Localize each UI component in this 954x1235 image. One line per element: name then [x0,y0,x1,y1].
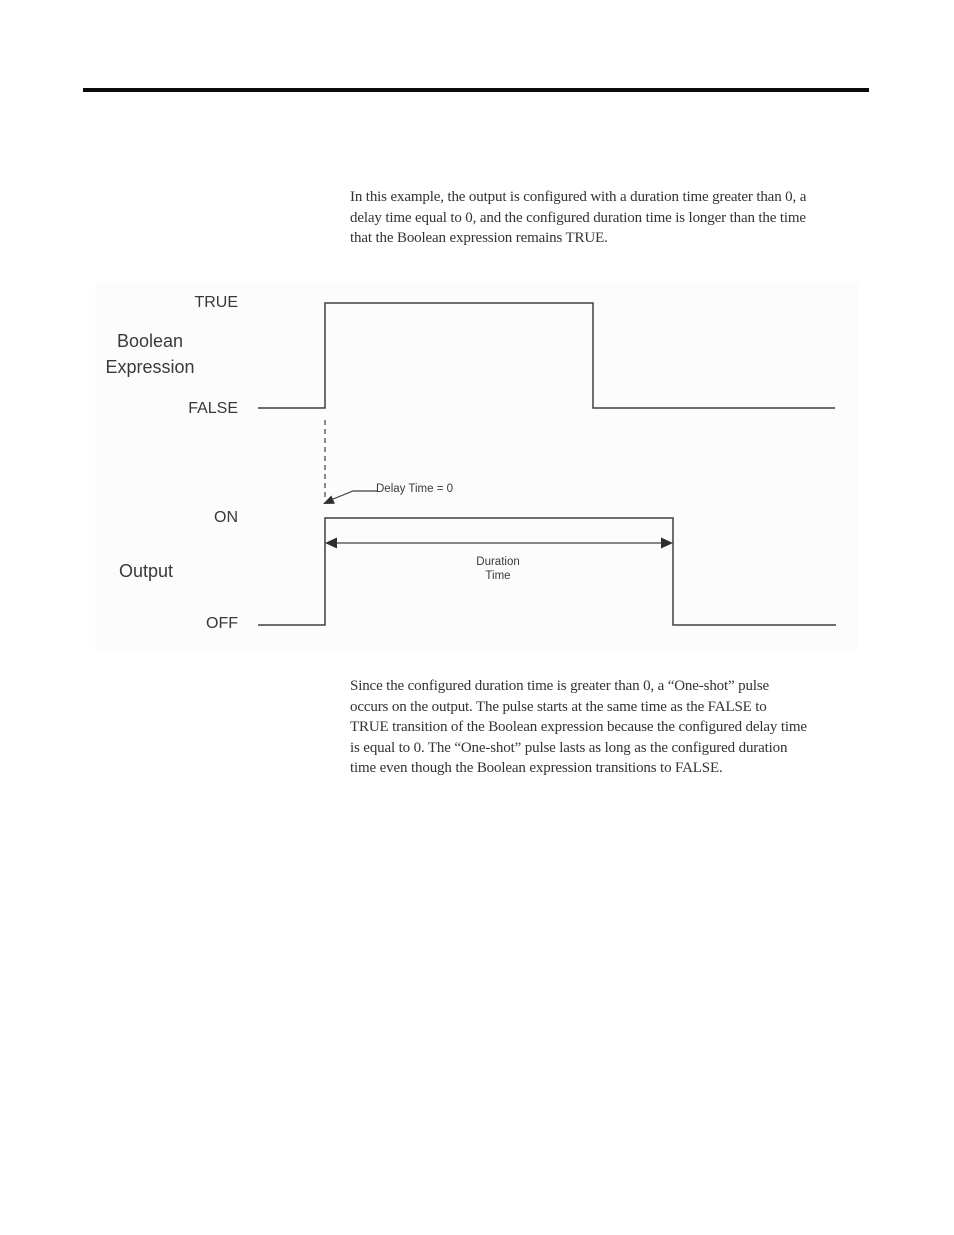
boolean-high-label: TRUE [194,294,238,311]
intro-paragraph: In this example, the output is configure… [350,187,886,249]
intro-line-3: that the Boolean expression remains TRUE… [350,230,608,246]
waveform-canvas [258,302,836,626]
timing-diagram-figure: TRUE Boolean Expression FALSE ON Output … [95,282,858,650]
delay-leader-line [331,490,378,501]
body-paragraph: Since the configured duration time is gr… [350,676,886,779]
output-waveform [258,517,836,626]
delay-arrowhead-icon [323,495,335,504]
duration-annotation-line-1: Duration [476,556,520,568]
output-high-label: ON [214,509,238,526]
output-signal-name: Output [119,561,174,581]
body-line-5: time even though the Boolean expression … [350,760,723,776]
body-line-4: is equal to 0. The “One-shot” pulse last… [350,739,788,756]
header-rule [83,88,869,92]
duration-arrowhead-right-icon [661,537,673,549]
boolean-low-label: FALSE [188,400,238,417]
duration-arrowhead-left-icon [325,537,337,549]
intro-line-2: delay time equal to 0, and the configure… [350,209,806,226]
duration-annotation-line-2: Time [485,570,511,582]
boolean-signal-name-line-1: Boolean [116,331,184,351]
body-line-1: Since the configured duration time is gr… [350,678,770,694]
boolean-expression-waveform [258,302,835,409]
delay-time-annotation: Delay Time = 0 [376,483,454,495]
boolean-signal-name: Boolean Expression [95,328,205,380]
intro-line-1: In this example, the output is configure… [350,189,807,205]
duration-time-annotation: Duration Time [448,555,548,583]
body-line-3: TRUE transition of the Boolean expressio… [350,719,807,735]
body-line-2: occurs on the output. The pulse starts a… [350,698,767,715]
boolean-signal-name-line-2: Expression [105,357,195,377]
output-low-label: OFF [206,615,238,632]
